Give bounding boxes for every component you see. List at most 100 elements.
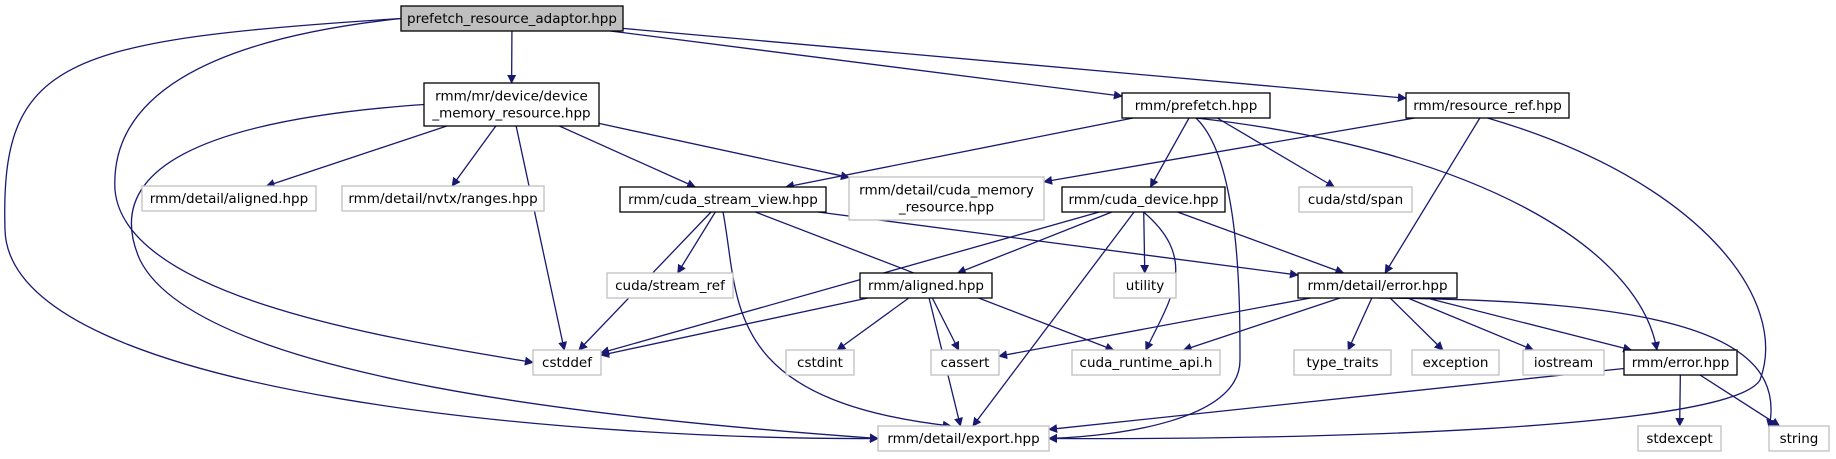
node-cudart: cuda_runtime_api.h [1071, 349, 1221, 376]
node-label: rmm/resource_ref.hpp [1413, 98, 1562, 114]
node-layer: prefetch_resource_adaptor.hpp rmm/mr/devi… [141, 5, 1830, 452]
node-label: stdexcept [1646, 431, 1712, 447]
node-box [619, 186, 827, 213]
edge-prefetch-to-export [1048, 117, 1241, 443]
node-cassert: cassert [930, 349, 1000, 376]
edge-dmr-to-nvtx [451, 125, 497, 187]
edge-cudadev-to-utility [1140, 211, 1150, 274]
node-box [1071, 349, 1221, 376]
node-label: rmm/detail/aligned.hpp [150, 191, 308, 207]
edge-deterr-to-typetraits [1347, 297, 1373, 351]
node-label: rmm/prefetch.hpp [1135, 98, 1258, 114]
node-utility: utility [1113, 272, 1177, 299]
node-box [1768, 425, 1830, 452]
node-span: cuda/std/span [1298, 186, 1413, 213]
node-label: rmm/detail/error.hpp [1307, 278, 1447, 294]
node-label: rmm/error.hpp [1632, 355, 1730, 371]
node-label: _resource.hpp [898, 200, 994, 216]
edge-csv-to-deterr [818, 211, 1299, 279]
edge-rmmerr-to-string [1699, 374, 1781, 427]
node-label: rmm/detail/nvtx/ranges.hpp [348, 191, 537, 207]
node-box [606, 272, 734, 299]
node-box [1113, 272, 1177, 299]
node-box [400, 5, 624, 32]
edge-root-to-cstddef [114, 17, 534, 366]
edge-csv-to-streamref [677, 211, 716, 274]
edge-deterr-to-rmmerr [1426, 297, 1633, 353]
edge-root-to-export [4, 17, 879, 444]
node-stdexcept: stdexcept [1637, 425, 1722, 452]
edge-aligned-to-cstdint [836, 297, 910, 351]
node-cstdint: cstdint [785, 349, 855, 376]
edge-resref-to-export [1048, 117, 1767, 444]
edge-cudadev-to-aligned [956, 211, 1113, 275]
node-box [1061, 186, 1226, 213]
edge-dmr-to-cstddef [515, 125, 568, 351]
edge-resref-to-deterr [1384, 117, 1481, 274]
node-label: rmm/mr/device/device [435, 89, 588, 105]
node-label: _memory_resource.hpp [431, 106, 590, 122]
node-label: rmm/cuda_device.hpp [1068, 192, 1218, 208]
node-export: rmm/detail/export.hpp [877, 425, 1050, 452]
node-label: cassert [941, 355, 990, 371]
edge-root-to-prefetch [610, 30, 1123, 100]
edge-dmr-to-detail_aligned [265, 125, 448, 188]
node-cstddef: cstddef [532, 349, 602, 376]
node-box [1298, 186, 1413, 213]
node-box [877, 425, 1050, 452]
node-label: rmm/cuda_stream_view.hpp [628, 192, 818, 208]
node-box [1405, 92, 1570, 119]
edge-cudadev-to-export [972, 211, 1135, 427]
node-label: prefetch_resource_adaptor.hpp [407, 11, 617, 27]
node-label: cstddef [542, 355, 593, 371]
node-cudadev[interactable]: rmm/cuda_device.hpp [1061, 186, 1226, 213]
node-box [859, 272, 993, 299]
node-label: cuda/std/span [1308, 192, 1403, 208]
node-prefetch[interactable]: rmm/prefetch.hpp [1121, 92, 1271, 119]
edge-root-to-resref [622, 27, 1407, 102]
node-label: iostream [1534, 355, 1593, 371]
node-csv[interactable]: rmm/cuda_stream_view.hpp [619, 186, 827, 213]
node-label: rmm/detail/cuda_memory [859, 183, 1034, 199]
edge-prefetch-to-csv [785, 117, 1134, 190]
node-nvtx: rmm/detail/nvtx/ranges.hpp [341, 185, 545, 212]
node-resref[interactable]: rmm/resource_ref.hpp [1405, 92, 1570, 119]
node-label: cstdint [797, 355, 843, 371]
node-rmmerr[interactable]: rmm/error.hpp [1623, 349, 1738, 376]
edge-resref-to-cudamem [1043, 117, 1415, 185]
edge-prefetch-to-cudadev [1149, 117, 1190, 188]
node-deterr[interactable]: rmm/detail/error.hpp [1297, 272, 1458, 299]
node-string: string [1768, 425, 1830, 452]
node-box [930, 349, 1000, 376]
edge-aligned-to-cstddef [600, 297, 868, 358]
node-box [141, 185, 317, 212]
edge-rmmerr-to-export [1048, 367, 1625, 434]
node-typetraits: type_traits [1293, 349, 1392, 376]
edge-dmr-to-cudamem [598, 122, 850, 181]
node-aligned[interactable]: rmm/aligned.hpp [859, 272, 993, 299]
node-dmr[interactable]: rmm/mr/device/device_memory_resource.hpp [423, 82, 600, 127]
node-root[interactable]: prefetch_resource_adaptor.hpp [400, 5, 624, 32]
node-iostream: iostream [1522, 349, 1605, 376]
node-box [1293, 349, 1392, 376]
node-box [423, 82, 600, 127]
node-exception: exception [1411, 349, 1500, 376]
edge-cudadev-to-deterr [1177, 211, 1345, 275]
edge-prefetch-to-span [1216, 117, 1336, 188]
node-cudamem: rmm/detail/cuda_memory_resource.hpp [848, 176, 1045, 221]
edge-deterr-to-exception [1389, 297, 1444, 351]
edge-prefetch-to-rmmerr [1195, 117, 1661, 351]
edge-csv-to-export [722, 211, 952, 430]
node-box [1522, 349, 1605, 376]
edge-dmr-to-export [130, 103, 879, 443]
node-label: rmm/detail/export.hpp [887, 431, 1039, 447]
node-label: exception [1423, 355, 1489, 371]
node-box [1121, 92, 1271, 119]
edge-dmr-to-csv [559, 125, 696, 188]
edge-deterr-to-string [1377, 297, 1776, 429]
node-box [1297, 272, 1458, 299]
node-label: rmm/aligned.hpp [868, 278, 984, 294]
node-label: cuda/stream_ref [615, 278, 726, 294]
node-detail_aligned: rmm/detail/aligned.hpp [141, 185, 317, 212]
